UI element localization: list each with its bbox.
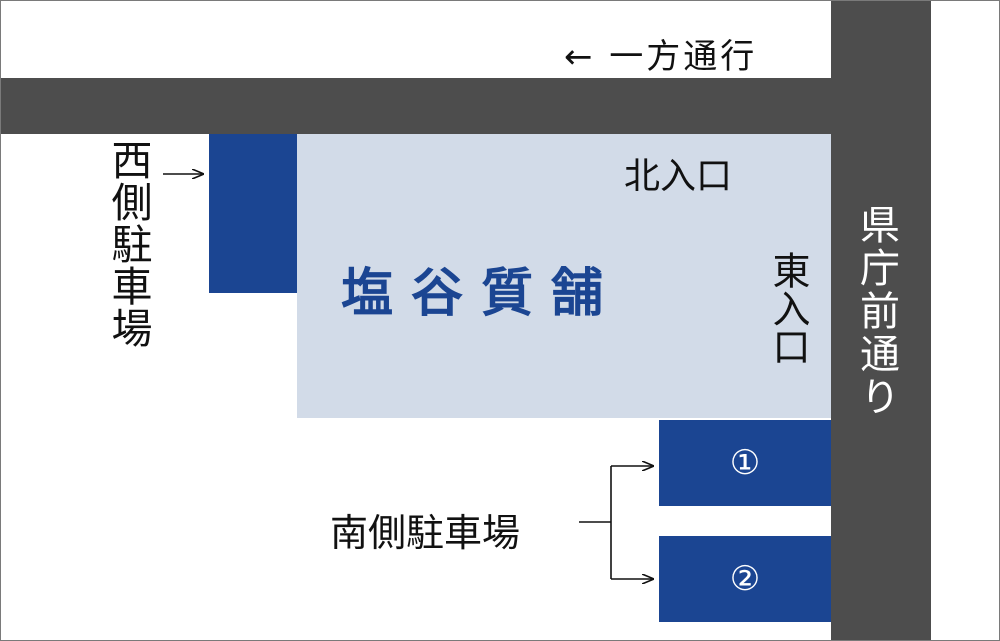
- one-way-road: [1, 78, 931, 134]
- south-parking-bracket-arrows: [579, 466, 653, 579]
- east-entrance-label: 東入口: [766, 251, 810, 365]
- kencho-mae-road: [831, 1, 931, 640]
- one-way-label: ← 一方通行: [564, 37, 758, 77]
- west-parking-lot: [209, 134, 297, 293]
- west-parking-label: 西側駐車場: [104, 139, 152, 349]
- lot-1-label: ①: [729, 443, 761, 483]
- south-parking-lot-2: ②: [659, 536, 831, 622]
- south-parking-lot-1: ①: [659, 420, 831, 506]
- lot-2-label: ②: [729, 559, 761, 599]
- store-building: [297, 134, 831, 418]
- road-name-label: 県庁前通り: [853, 204, 899, 419]
- south-parking-label: 南側駐車場: [330, 511, 521, 555]
- store-name: 塩谷質舗: [341, 264, 622, 324]
- north-entrance-label: 北入口: [624, 156, 733, 197]
